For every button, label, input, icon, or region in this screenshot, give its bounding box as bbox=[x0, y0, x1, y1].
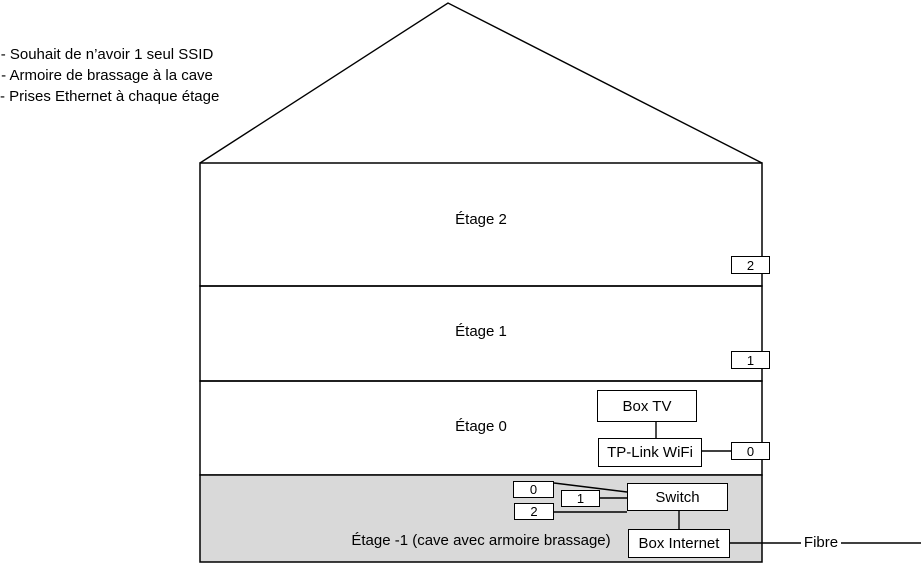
link-port0-switch bbox=[553, 482, 628, 493]
floor-label-etage-0: Étage 0 bbox=[455, 418, 507, 435]
tplink-wifi: TP-Link WiFi bbox=[598, 438, 702, 467]
note-line-1: - Souhait de n’avoir 1 seul SSID bbox=[0, 46, 214, 63]
box-internet: Box Internet bbox=[628, 529, 730, 558]
switch: Switch bbox=[627, 483, 728, 511]
cave-port-2: 2 bbox=[514, 503, 554, 520]
ethernet-jack-etage-2: 2 bbox=[731, 256, 770, 274]
cave-port-1: 1 bbox=[561, 490, 600, 507]
fibre-label: Fibre bbox=[801, 534, 841, 552]
ethernet-jack-etage-1: 1 bbox=[731, 351, 770, 369]
roof-outline bbox=[199, 2, 763, 164]
note-line-2: - Armoire de brassage à la cave bbox=[1, 67, 213, 84]
floor-label-etage-minus1: Étage -1 (cave avec armoire brassage) bbox=[351, 532, 611, 549]
note-line-3: - Prises Ethernet à chaque étage bbox=[0, 88, 220, 105]
floor-label-etage-1: Étage 1 bbox=[455, 323, 507, 340]
ethernet-jack-etage-0: 0 bbox=[731, 442, 770, 460]
floor-label-etage-2: Étage 2 bbox=[455, 211, 507, 228]
requirements-notes: - Souhait de n’avoir 1 seul SSID - Armoi… bbox=[0, 44, 220, 107]
cave-port-0: 0 bbox=[513, 481, 554, 498]
box-tv: Box TV bbox=[597, 390, 697, 422]
